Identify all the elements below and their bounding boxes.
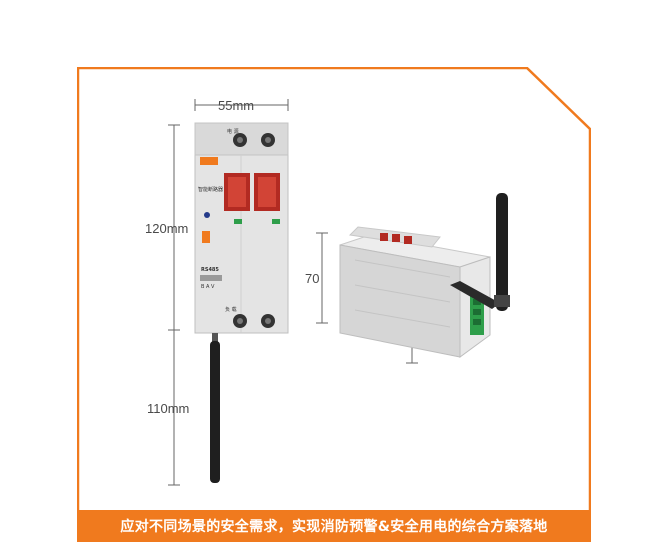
height-antenna-dimension: 110mm	[147, 401, 190, 416]
width-dimension: 55mm	[218, 98, 255, 113]
side-height-dimension: 70	[305, 271, 320, 286]
orange-frame	[77, 67, 591, 541]
height-upper-dimension: 120mm	[145, 221, 189, 236]
breaker-front-view	[168, 99, 289, 486]
breaker-side-view	[316, 193, 510, 364]
label-power: 电 源	[227, 129, 239, 135]
label-device-name: 智能断路器	[198, 187, 224, 193]
label-rs485: RS485	[201, 267, 219, 273]
slogan-banner: 应对不同场景的安全需求，实现消防预警&安全用电的综合方案落地	[77, 510, 591, 542]
label-terminals: B A V	[201, 284, 215, 290]
label-load: 负 载	[225, 307, 237, 313]
